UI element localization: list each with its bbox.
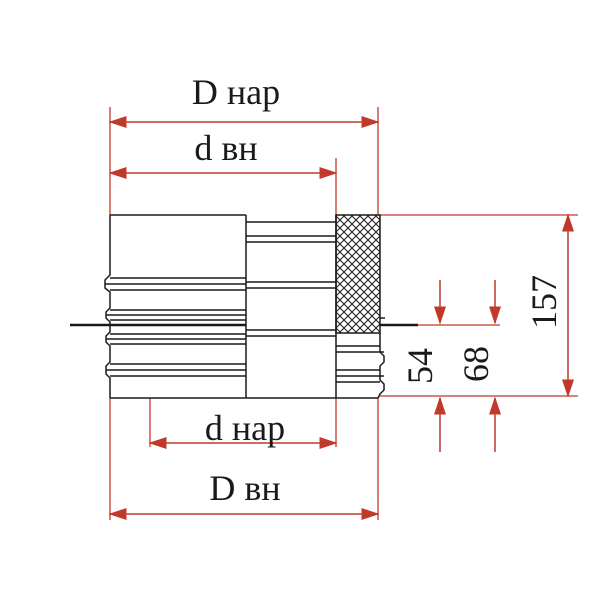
dim-inner-top: d вн [108,128,338,179]
dim-outer-bottom: d нар [148,408,338,449]
dim-inner-bottom-label: D вн [209,468,280,508]
dim-outer-top: D нар [108,72,380,128]
dim-height-insert-label: 54 [400,348,440,384]
dim-height-lower: 68 [456,280,501,452]
dim-inner-top-label: d вн [194,128,257,168]
dim-inner-bottom: D вн [108,468,380,520]
pipe-part [104,214,385,399]
dim-height-total-label: 157 [524,275,564,329]
dim-height-insert: 54 [400,280,446,452]
dim-height-total: 157 [524,213,574,398]
dim-outer-bottom-label: d нар [205,408,285,448]
dim-height-lower-label: 68 [456,346,496,382]
dim-outer-top-label: D нар [192,72,280,112]
